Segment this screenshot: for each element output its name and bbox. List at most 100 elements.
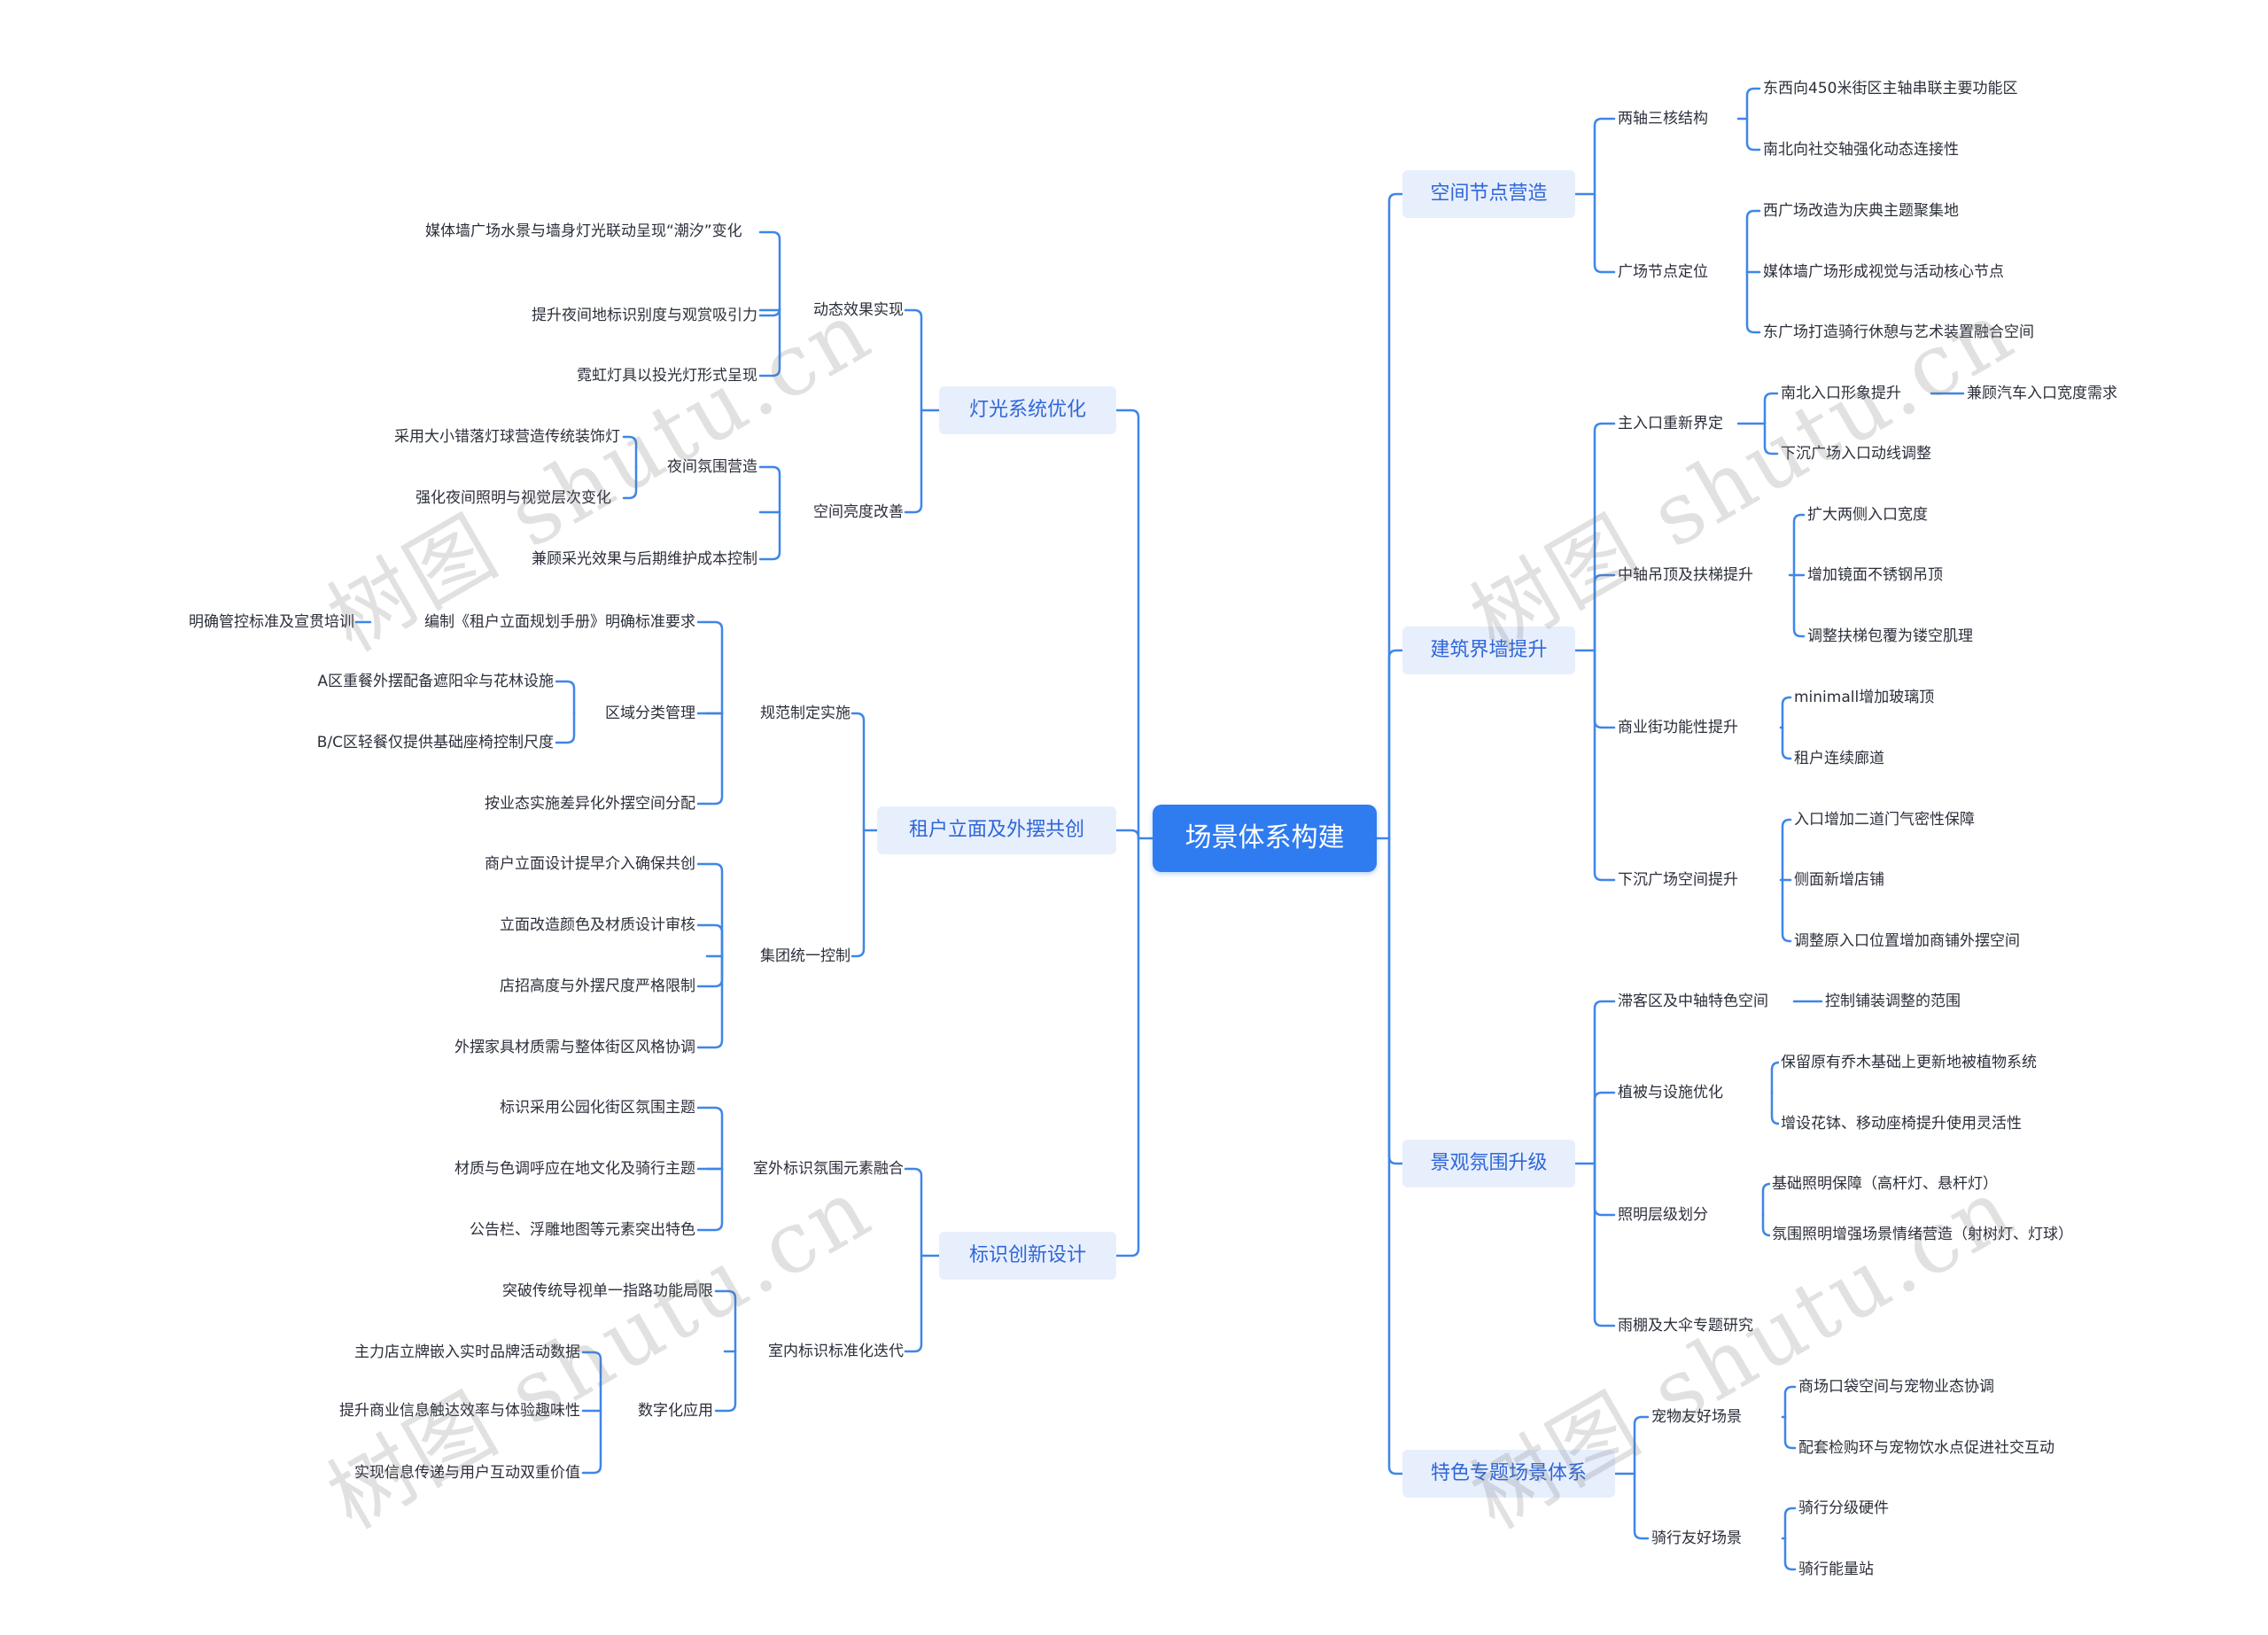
axes-item-1[interactable]: 东西向450米街区主轴串联主要功能区 — [1763, 79, 2018, 97]
connector-line — [1761, 1182, 1771, 1217]
mid-axis[interactable]: 中轴吊顶及扶梯提升 — [1618, 565, 1753, 584]
topic-themes[interactable]: 特色专题场景体系 — [1402, 1450, 1615, 1498]
topic-facade[interactable]: 租户立面及外摆共创 — [877, 806, 1116, 854]
group-item-2[interactable]: 立面改造颜色及材质设计审核 — [500, 915, 695, 934]
pet-item-1[interactable]: 商场口袋空间与宠物业态协调 — [1798, 1377, 1994, 1396]
leisure-space[interactable]: 滞客区及中轴特色空间 — [1618, 992, 1768, 1010]
connector-line — [696, 923, 724, 958]
cycling-friendly[interactable]: 骑行友好场景 — [1651, 1529, 1742, 1547]
planting-optimize[interactable]: 植被与设施优化 — [1618, 1083, 1723, 1102]
topic-building[interactable]: 建筑界墙提升 — [1402, 627, 1575, 674]
digital-apply[interactable]: 数字化应用 — [638, 1401, 713, 1420]
midaxis-item-1[interactable]: 扩大两侧入口宽度 — [1807, 505, 1928, 524]
north-entrance[interactable]: 南北入口形象提升 — [1781, 384, 1901, 402]
zone-manage[interactable]: 区域分类管理 — [605, 704, 695, 722]
connector-line — [1387, 837, 1404, 1475]
dynamic-effect[interactable]: 动态效果实现 — [813, 300, 904, 319]
connector-line — [1781, 726, 1792, 760]
topic-space[interactable]: 空间节点营造 — [1402, 170, 1575, 218]
dynamic-item-2[interactable]: 提升夜间地标识别度与观赏吸引力 — [532, 306, 757, 324]
connector-line — [1633, 1415, 1650, 1475]
commercial-item-2[interactable]: 租户连续廊道 — [1794, 749, 1884, 767]
brightness-item[interactable]: 兼顾采光效果与后期维护成本控制 — [532, 549, 757, 568]
sunken-item-1[interactable]: 入口增加二道门气密性保障 — [1794, 810, 1975, 829]
plaza-item-1[interactable]: 西广场改造为庆典主题聚集地 — [1763, 201, 1959, 220]
digital-item-3[interactable]: 实现信息传递与用户互动双重价值 — [354, 1463, 580, 1482]
topic-landscape[interactable]: 景观氛围升级 — [1402, 1140, 1575, 1187]
sunken-item-2[interactable]: 侧面新增店铺 — [1794, 870, 1884, 889]
connector-line — [696, 1167, 724, 1232]
brightness-improve[interactable]: 空间亮度改善 — [813, 502, 904, 521]
zone-item-1[interactable]: A区重餐外摆配备遮阳伞与花林设施 — [317, 672, 554, 690]
midaxis-item-2[interactable]: 增加镜面不锈钢吊顶 — [1807, 565, 1943, 584]
group-item-3[interactable]: 店招高度与外摆尺度严格限制 — [500, 977, 695, 995]
connector-line — [714, 1289, 737, 1353]
night-item-2[interactable]: 强化夜间照明与视觉层次变化 — [416, 488, 611, 507]
two-axes[interactable]: 两轴三核结构 — [1618, 109, 1708, 128]
pet-friendly[interactable]: 宠物友好场景 — [1651, 1407, 1742, 1426]
connector-line — [1745, 117, 1761, 152]
dynamic-item-1[interactable]: 媒体墙广场水景与墙身灯光联动呈现“潮汐”变化 — [425, 222, 742, 240]
connector-line — [1115, 837, 1140, 1257]
connector-line — [1783, 1385, 1797, 1419]
indoor-sign[interactable]: 室内标识标准化迭代 — [768, 1342, 904, 1360]
group-control[interactable]: 集团统一控制 — [760, 946, 850, 965]
outdoor-item-2[interactable]: 材质与色调呼应在地文化及骑行主题 — [454, 1159, 695, 1178]
plaza-item-3[interactable]: 东广场打造骑行休憩与艺术装置融合空间 — [1763, 323, 2034, 341]
cycling-item-2[interactable]: 骑行能量站 — [1798, 1560, 1874, 1578]
lighting-item-1[interactable]: 基础照明保障（高杆灯、悬杆灯） — [1772, 1174, 1998, 1193]
connector-line — [696, 862, 724, 958]
night-atmosphere[interactable]: 夜间氛围营造 — [667, 457, 757, 476]
commercial-street[interactable]: 商业街功能性提升 — [1618, 718, 1738, 736]
planting-item-1[interactable]: 保留原有乔木基础上更新地被植物系统 — [1781, 1053, 2037, 1071]
connector-line — [1593, 422, 1616, 652]
cycling-item-1[interactable]: 骑行分级硬件 — [1798, 1499, 1889, 1517]
spec-implement[interactable]: 规范制定实施 — [760, 704, 850, 722]
north-entrance-note[interactable]: 兼顾汽车入口宽度需求 — [1967, 384, 2117, 402]
connector-line — [1770, 1061, 1780, 1094]
spec-manual-note[interactable]: 明确管控标准及宣贯培训 — [189, 612, 354, 631]
lighting-item-2[interactable]: 氛围照明增强场景情绪营造（射树灯、灯球） — [1772, 1226, 2073, 1243]
spec-item[interactable]: 按业态实施差异化外摆空间分配 — [485, 794, 695, 813]
connector-line — [1387, 192, 1404, 840]
group-item-1[interactable]: 商户立面设计提早介入确保共创 — [485, 854, 695, 873]
connector-line — [1783, 1415, 1797, 1450]
connector-line — [1761, 1213, 1771, 1237]
lighting-levels[interactable]: 照明层级划分 — [1618, 1205, 1708, 1224]
connector-line — [1781, 878, 1792, 943]
dynamic-item-3[interactable]: 霓虹灯具以投光灯形式呈现 — [577, 366, 757, 385]
commercial-item-1[interactable]: minimall增加玻璃顶 — [1794, 688, 1935, 706]
south-entrance[interactable]: 下沉广场入口动线调整 — [1781, 444, 1931, 463]
topic-lighting[interactable]: 灯光系统优化 — [939, 386, 1116, 434]
outdoor-item-1[interactable]: 标识采用公园化街区氛围主题 — [500, 1098, 695, 1117]
planting-item-2[interactable]: 增设花钵、移动座椅提升使用灵活性 — [1781, 1114, 2022, 1133]
group-item-4[interactable]: 外摆家具材质需与整体街区风格协调 — [454, 1038, 695, 1056]
root-topic[interactable]: 场景体系构建 — [1153, 805, 1377, 872]
digital-item-1[interactable]: 主力店立牌嵌入实时品牌活动数据 — [354, 1343, 580, 1361]
rain-canopy[interactable]: 雨棚及大伞专题研究 — [1618, 1316, 1753, 1335]
plaza-item-2[interactable]: 媒体墙广场形成视觉与活动核心节点 — [1763, 262, 2004, 281]
connector-line — [758, 308, 781, 378]
midaxis-item-3[interactable]: 调整扶梯包覆为镂空肌理 — [1807, 627, 1973, 645]
connector-line — [1781, 818, 1792, 882]
connector-line — [904, 1254, 923, 1353]
night-item-1[interactable]: 采用大小错落灯球营造传统装饰灯 — [394, 427, 620, 446]
connector-line — [1770, 1091, 1780, 1125]
axes-item-2[interactable]: 南北向社交轴强化动态连接性 — [1763, 140, 1959, 159]
leisure-note[interactable]: 控制铺装调整的范围 — [1825, 992, 1961, 1010]
digital-item-2[interactable]: 提升商业信息触达效率与体验趣味性 — [339, 1401, 580, 1420]
connector-line — [696, 712, 724, 806]
main-entrance[interactable]: 主入口重新界定 — [1618, 414, 1723, 432]
indoor-item[interactable]: 突破传统导视单一指路功能局限 — [502, 1281, 713, 1300]
outdoor-sign[interactable]: 室外标识氛围元素融合 — [753, 1159, 904, 1178]
connector-line — [1387, 649, 1404, 840]
topic-signage[interactable]: 标识创新设计 — [939, 1232, 1116, 1280]
plaza-position[interactable]: 广场节点定位 — [1618, 262, 1708, 281]
zone-item-2[interactable]: B/C区轻餐仅提供基础座椅控制尺度 — [316, 733, 554, 751]
spec-manual[interactable]: 编制《租户立面规划手册》明确标准要求 — [424, 612, 695, 631]
sunken-plaza[interactable]: 下沉广场空间提升 — [1618, 870, 1738, 889]
outdoor-item-3[interactable]: 公告栏、浮雕地图等元素突出特色 — [470, 1220, 695, 1239]
sunken-item-3[interactable]: 调整原入口位置增加商铺外摆空间 — [1794, 931, 2020, 950]
connector-line — [1792, 513, 1806, 577]
pet-item-2[interactable]: 配套检购环与宠物饮水点促进社交互动 — [1798, 1438, 2054, 1457]
